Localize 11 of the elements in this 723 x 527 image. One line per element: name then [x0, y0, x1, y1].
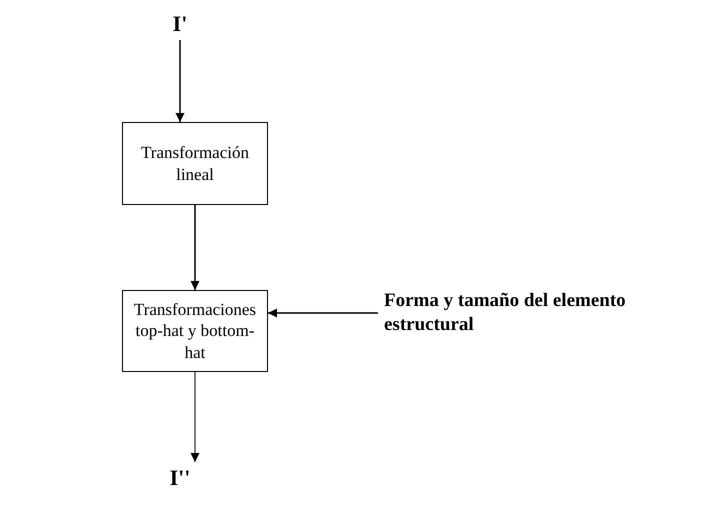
arrow — [190, 372, 200, 462]
arrow — [268, 308, 378, 318]
process-box — [122, 290, 268, 372]
node-label: I'' — [168, 464, 192, 492]
node-label: Forma y tamaño del elemento estructural — [383, 289, 627, 337]
arrow — [190, 205, 200, 290]
box-label: Transformación lineal — [140, 142, 250, 185]
arrow — [176, 40, 184, 122]
box-label: Transformaciones top-hat y bottom-hat — [132, 299, 258, 363]
node-label: I' — [172, 10, 188, 38]
process-box — [122, 122, 268, 205]
